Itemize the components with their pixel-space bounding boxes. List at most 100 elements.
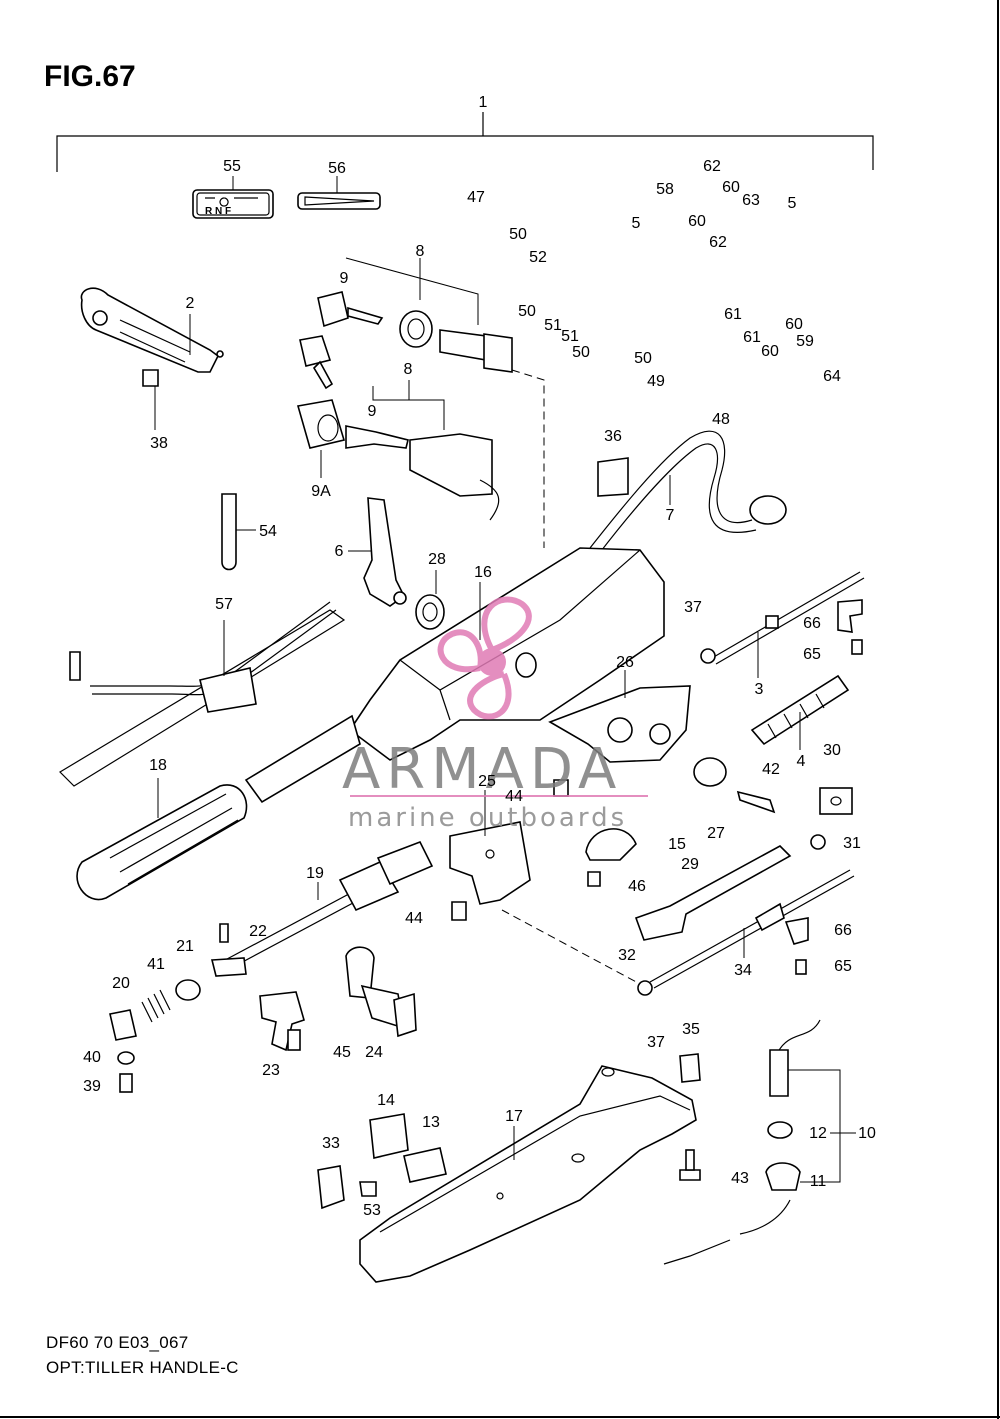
callout-9a: 9A [311,483,331,500]
callout-2: 2 [186,295,195,312]
callout-52: 52 [529,249,547,266]
throttle-friction-lever [348,497,407,607]
frame-border-bottom [0,1416,1000,1418]
callout-34: 34 [734,962,752,979]
callout-50: 50 [634,350,652,367]
figure-title: FIG.67 [44,60,136,93]
callout-21: 21 [176,938,194,955]
callout-19: 19 [306,865,324,882]
callout-22: 22 [249,923,267,940]
callout-57: 57 [215,596,233,613]
callout-8: 8 [416,243,425,260]
callout-32: 32 [618,947,636,964]
callout-37: 37 [647,1034,665,1051]
callout-30: 30 [823,742,841,759]
callout-44: 44 [505,788,523,805]
callout-64: 64 [823,368,841,385]
callout-37: 37 [684,599,702,616]
callout-44: 44 [405,910,423,927]
callout-23: 23 [262,1062,280,1079]
spring [750,674,850,750]
callout-12: 12 [809,1125,827,1142]
callout-24: 24 [365,1044,383,1061]
callout-5: 5 [632,215,641,232]
callout-54: 54 [259,523,277,540]
stop-switch-set [317,1113,447,1210]
tiller-lower-cover [359,1065,697,1283]
alignment-lines [501,369,641,985]
svg-text:R N F: R N F [205,206,231,217]
callout-39: 39 [83,1078,101,1095]
small-hardware-right [693,757,853,850]
emergency-stop-lanyard [663,1019,856,1265]
lever-bracket [80,287,224,430]
callout-18: 18 [149,757,167,774]
callout-36: 36 [604,428,622,445]
indicator-strip [297,176,381,210]
callout-25: 25 [478,773,496,790]
callout-60: 60 [688,213,706,230]
callout-50: 50 [518,303,536,320]
small-grommet [679,1053,701,1083]
callout-3: 3 [755,681,764,698]
callout-53: 53 [363,1202,381,1219]
armada-watermark: ARMADA marine outboards [342,596,648,833]
friction-set-left [109,979,201,1093]
callout-65: 65 [834,958,852,975]
callout-59: 59 [796,333,814,350]
ignition-switch-lower [296,380,500,521]
callout-28: 28 [428,551,446,568]
cable-harness [589,430,787,556]
ignition-switch-upper [299,257,513,390]
cable-bracket [449,779,637,921]
callout-60: 60 [761,343,779,360]
propeller-logo [437,596,532,720]
callout-26: 26 [616,654,634,671]
callout-11: 11 [810,1173,827,1190]
callout-42: 42 [762,761,780,778]
callout-17: 17 [505,1108,523,1125]
callout-31: 31 [843,835,861,852]
callout-20: 20 [112,975,130,992]
callout-6: 6 [335,543,344,560]
callout-62: 62 [703,158,721,175]
callout-1: 1 [479,94,488,111]
watermark-tagline: marine outboards [348,803,627,833]
figure-code: DF60 70 E03_067 [46,1333,189,1352]
callout-13: 13 [422,1114,440,1131]
callout-61: 61 [743,329,761,346]
callout-50: 50 [509,226,527,243]
callout-60: 60 [785,316,803,333]
collar [415,570,445,630]
callout-35: 35 [682,1021,700,1038]
callout-40: 40 [83,1049,101,1066]
callout-4: 4 [797,753,806,770]
callout-51: 51 [544,317,562,334]
callout-5: 5 [788,195,797,212]
callout-65: 65 [803,646,821,663]
callout-8: 8 [404,361,413,378]
callout-33: 33 [322,1135,340,1152]
throttle-shaft [210,840,434,977]
callout-58: 58 [656,181,674,198]
callout-46: 46 [628,878,646,895]
callout-45: 45 [333,1044,351,1061]
callout-66: 66 [803,615,821,632]
callout-9: 9 [340,270,349,287]
callout-9: 9 [368,403,377,420]
callout-7: 7 [666,507,675,524]
callout-38: 38 [150,435,168,452]
watermark-brand: ARMADA [342,737,622,802]
tiller-rod [59,601,346,787]
callout-51: 51 [561,328,579,345]
callout-61: 61 [724,306,742,323]
cover-bolt [679,1149,701,1181]
callout-43: 43 [731,1170,749,1187]
callout-41: 41 [147,956,165,973]
callout-16: 16 [474,564,492,581]
callout-14: 14 [377,1092,395,1109]
callout-50: 50 [572,344,590,361]
